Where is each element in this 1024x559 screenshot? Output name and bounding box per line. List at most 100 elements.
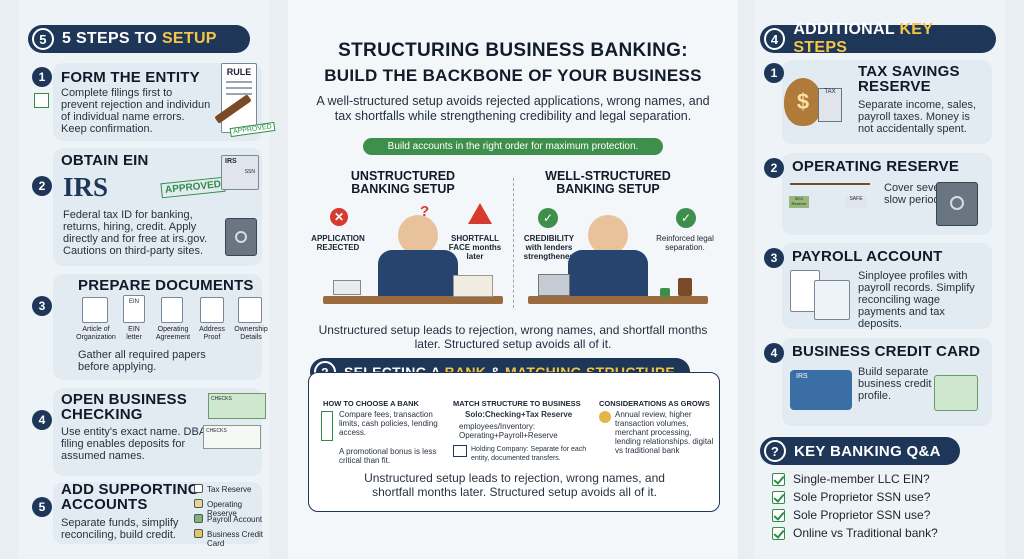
choose-bank-heading: HOW TO CHOOSE A BANK [323, 399, 419, 408]
step-body: Separate funds, simplify reconciling, bu… [61, 517, 179, 541]
tax-calculator-icon: TAX [818, 88, 842, 122]
step-body: Gather all required papers before applyi… [78, 349, 206, 373]
article-document-icon [82, 297, 108, 323]
main-subtitle: BUILD THE BACKBONE OF YOUR BUSINESS [324, 66, 702, 85]
qa-title: KEY BANKING Q&A [794, 442, 941, 460]
step-title: BUSINESS CREDIT CARD [792, 343, 981, 360]
header-number: 4 [764, 28, 786, 50]
shortfall-label: SHORTFALL FACE months later [448, 234, 502, 261]
step-title: OBTAIN EIN [61, 152, 149, 169]
desk [528, 296, 708, 304]
bank-selection-box: HOW TO CHOOSE A BANK Compare fees, trans… [308, 372, 720, 512]
checklist-icon [321, 411, 333, 441]
selection-summary: Unstructured setup leads to rejection, w… [364, 471, 665, 499]
step-prepare-documents [53, 274, 262, 380]
step-number: 5 [32, 497, 52, 517]
header-text: ADDITIONAL KEY STEPS [793, 21, 933, 56]
qa-item[interactable]: Online vs Traditional bank? [772, 526, 938, 540]
paper-stack-icon [453, 275, 493, 297]
plant-icon [678, 278, 692, 296]
step-body: Complete filings first to prevent reject… [61, 87, 211, 135]
step-title: PREPARE DOCUMENTS [78, 277, 254, 294]
confident-person-body [568, 250, 648, 296]
step-number: 4 [32, 410, 52, 430]
step-title: PAYROLL ACCOUNT [792, 248, 943, 265]
doc-label: EIN letter [126, 326, 142, 341]
account-label: Tax Reserve [207, 485, 252, 494]
step-body: Sinployee profiles with payroll records.… [858, 270, 975, 330]
structure-item: Holding Company: Separate for each entit… [471, 446, 587, 462]
safe-icon [936, 182, 978, 226]
step-body: Use entity's exact name. DBA filing enab… [61, 426, 206, 462]
check-icon [772, 508, 785, 522]
step-number: 2 [32, 176, 52, 196]
structured-title: WELL-STRUCTURED BANKING SETUP [545, 169, 671, 196]
mug-icon [660, 288, 670, 297]
step-number: 4 [764, 343, 784, 363]
scale-pan-left: SEO Reserve [789, 196, 809, 208]
check-icon: CHECKS [208, 393, 266, 419]
order-banner: Build accounts in the right order for ma… [363, 138, 663, 155]
confident-person-head [588, 215, 628, 255]
step-title: OPERATING RESERVE [792, 158, 960, 175]
step-title: FORM THE ENTITY [61, 69, 200, 86]
rejected-label: APPLICATION REJECTED [311, 234, 365, 252]
step-body: Federal tax ID for banking, returns, hir… [63, 209, 208, 257]
warning-icon [468, 203, 492, 224]
rule-document-icon: RULE [221, 63, 257, 133]
intro-text: A well-structured setup avoids rejected … [316, 94, 710, 123]
qa-header: ? KEY BANKING Q&A [760, 437, 960, 465]
header-text: 5 STEPS TO SETUP [62, 30, 217, 47]
question-mark-icon: ? [420, 203, 430, 220]
qa-item[interactable]: Single-member LLC EIN? [772, 472, 930, 486]
coin-icon [599, 411, 611, 423]
step-supporting-accounts [53, 482, 262, 544]
step-number: 1 [32, 67, 52, 87]
check-icon [772, 490, 785, 504]
growth-heading: CONSIDERATIONS AS GROWS [599, 399, 710, 408]
reject-x-icon: ✕ [330, 208, 348, 226]
address-proof-icon [200, 297, 224, 323]
check-icon: CHECKS [203, 425, 261, 449]
step-body: Cover several slow periods. [884, 182, 952, 206]
step-body: Separate income, sales, payroll taxes. M… [858, 99, 977, 135]
qa-item[interactable]: Sole Proprietor SSN use? [772, 490, 930, 504]
credit-card-icon: IRS [790, 370, 852, 410]
checkbox-icon [34, 93, 49, 108]
payroll-icon [194, 514, 203, 523]
doc-label: Ownership Details [234, 326, 268, 341]
main-title: STRUCTURING BUSINESS BANKING: [338, 40, 688, 61]
question-icon: ? [764, 440, 786, 462]
chart-card-icon [934, 375, 978, 411]
safe-icon [225, 218, 257, 256]
stressed-person-head [398, 215, 438, 255]
account-label: Operating Reserve [207, 500, 243, 518]
ein-letter-icon: EIN [123, 295, 145, 323]
match-structure-heading: MATCH STRUCTURE TO BUSINESS [453, 399, 581, 408]
operating-reserve-icon [194, 499, 203, 508]
step-body: Build separate business credit profile. [858, 366, 932, 402]
scale-pan-right: SAFE [846, 196, 866, 208]
desk [323, 296, 503, 304]
five-steps-header: 5 5 STEPS TO SETUP [28, 25, 250, 53]
credit-card-icon [194, 529, 203, 538]
reinforced-label: Reinforced legal separation. [656, 234, 714, 252]
check-icon [772, 472, 785, 486]
money-bag-icon: $ [784, 78, 822, 126]
check-icon [772, 526, 785, 540]
tax-reserve-icon [194, 484, 203, 493]
irs-form-icon: IRS SSN [221, 155, 259, 190]
header-number: 5 [32, 28, 54, 50]
step-number: 3 [764, 248, 784, 268]
step-number: 2 [764, 158, 784, 178]
bank-building-icon [453, 445, 467, 457]
left-panel: 5 5 STEPS TO SETUP 1 FORM THE ENTITY Com… [18, 0, 276, 559]
qa-item[interactable]: Sole Proprietor SSN use? [772, 508, 930, 522]
checkmark-icon: ✓ [676, 208, 696, 228]
growth-item: Annual review, higher transaction volume… [615, 410, 714, 455]
doc-label: Operating Agreement [155, 326, 191, 341]
choose-bank-item: Compare fees, transaction limits, cash p… [339, 410, 438, 437]
irs-logo-icon: IRS [63, 172, 109, 202]
step-number: 3 [32, 296, 52, 316]
